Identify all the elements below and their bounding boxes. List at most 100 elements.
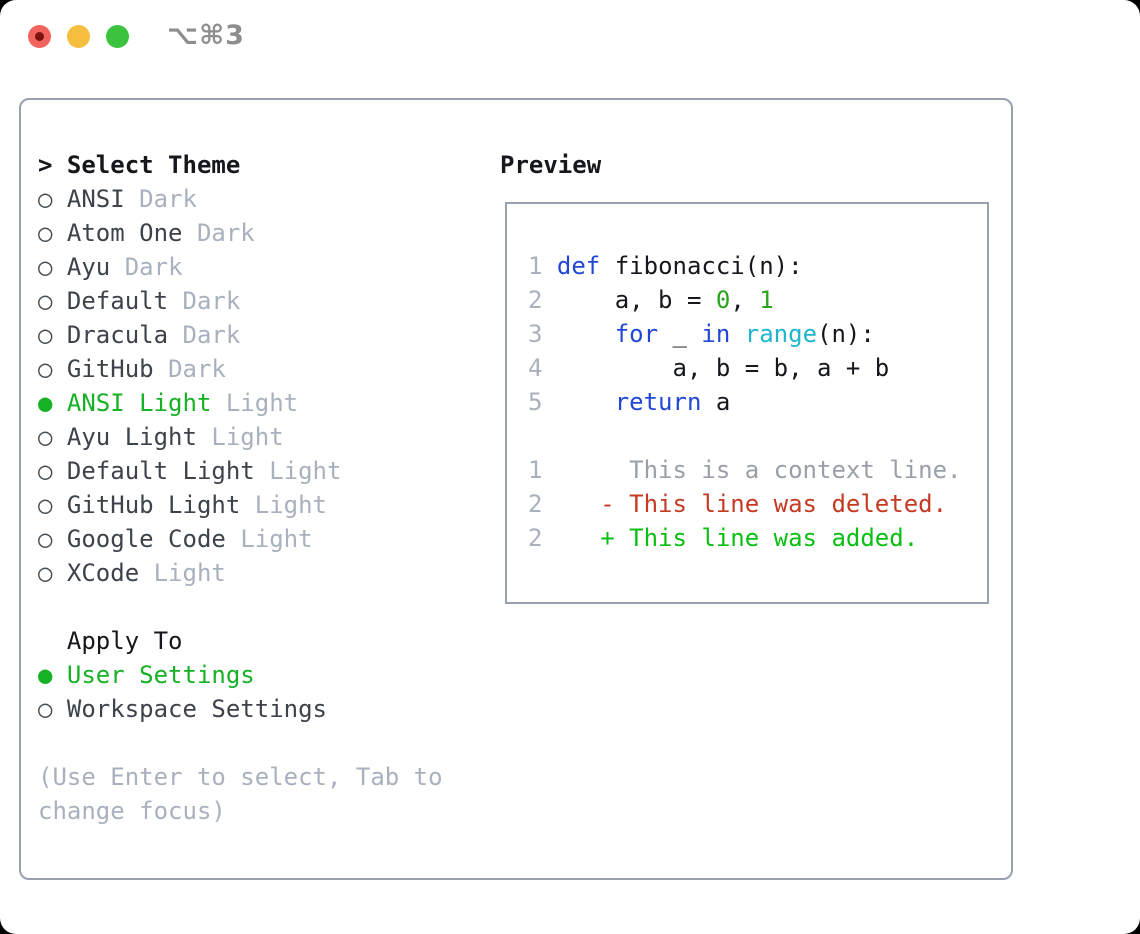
diff-marker-added: + (600, 524, 615, 552)
apply-options-list: ● User Settings○ Workspace Settings (38, 658, 483, 726)
code-token: a, b = b, a + b (556, 354, 890, 382)
diff-preview: 1 This is a context line.2 - This line w… (528, 453, 987, 555)
theme-option-default-light[interactable]: ○ Default Light Light (38, 454, 483, 488)
code-token: def (556, 252, 601, 280)
theme-variant-tag: Dark (124, 253, 183, 281)
left-column: > Select Theme ○ ANSI Dark○ Atom One Dar… (38, 148, 483, 828)
theme-option-google-code[interactable]: ○ Google Code Light (38, 522, 483, 556)
radio-unselected-icon: ○ (38, 559, 53, 587)
diff-line-context: 1 This is a context line. (528, 453, 987, 487)
theme-variant-tag: Light (225, 389, 299, 417)
diff-text: This is a context line. (629, 456, 962, 484)
prompt-caret-icon: > (38, 151, 53, 179)
radio-unselected-icon: ○ (38, 423, 53, 451)
close-button[interactable] (28, 25, 51, 48)
theme-options-list: ○ ANSI Dark○ Atom One Dark○ Ayu Dark○ De… (38, 182, 483, 590)
theme-option-atom-one[interactable]: ○ Atom One Dark (38, 216, 483, 250)
theme-option-ansi[interactable]: ○ ANSI Dark (38, 182, 483, 216)
theme-name: XCode (66, 559, 140, 587)
theme-variant-tag: Dark (168, 355, 226, 383)
theme-option-ansi-light[interactable]: ● ANSI Light Light (38, 386, 483, 420)
help-text-line-2: change focus) (38, 797, 226, 825)
theme-variant-tag: Light (254, 491, 327, 519)
theme-option-default[interactable]: ○ Default Dark (38, 284, 483, 318)
line-number: 5 (528, 388, 543, 416)
code-line-2: 2 a, b = 0, 1 (528, 283, 987, 317)
radio-unselected-icon: ○ (38, 491, 53, 519)
traffic-lights (28, 25, 129, 48)
code-token: 1 (759, 286, 774, 314)
radio-unselected-icon: ○ (38, 695, 53, 723)
apply-option-label: Workspace Settings (66, 695, 327, 723)
code-token (730, 320, 744, 348)
radio-unselected-icon: ○ (38, 457, 53, 485)
code-line-3: 3 for _ in range(n): (528, 317, 987, 351)
theme-variant-tag: Dark (182, 321, 241, 349)
theme-option-github[interactable]: ○ GitHub Dark (38, 352, 483, 386)
apply-option-label: User Settings (66, 661, 255, 689)
theme-name: ANSI (66, 185, 125, 213)
line-number: 2 (528, 490, 543, 518)
diff-text: This line was deleted. (629, 490, 948, 518)
theme-variant-tag: Dark (182, 287, 241, 315)
code-token: return (614, 388, 702, 416)
diff-line-deleted: 2 - This line was deleted. (528, 487, 987, 521)
apply-option-user-settings[interactable]: ● User Settings (38, 658, 483, 692)
code-token: for (614, 320, 659, 348)
theme-name: Ayu Light (66, 423, 197, 451)
minimize-button[interactable] (67, 25, 90, 48)
line-number: 1 (528, 456, 543, 484)
radio-unselected-icon: ○ (38, 287, 53, 315)
radio-selected-icon: ● (38, 661, 53, 689)
zoom-button[interactable] (106, 25, 129, 48)
theme-variant-tag: Light (269, 457, 342, 485)
code-token: a (701, 388, 731, 416)
line-number: 2 (528, 286, 543, 314)
theme-option-dracula[interactable]: ○ Dracula Dark (38, 318, 483, 352)
diff-line-added: 2 + This line was added. (528, 521, 987, 555)
theme-option-xcode[interactable]: ○ XCode Light (38, 556, 483, 590)
theme-variant-tag: Light (240, 525, 313, 553)
theme-option-github-light[interactable]: ○ GitHub Light Light (38, 488, 483, 522)
spacer-row (528, 419, 987, 453)
preview-title: Preview (500, 151, 602, 179)
theme-name: Default (66, 287, 169, 315)
code-token: , (730, 286, 760, 314)
theme-variant-tag: Light (211, 423, 284, 451)
theme-variant-tag: Light (153, 559, 226, 587)
theme-list-header: > Select Theme (38, 148, 483, 182)
help-text-line-1: (Use Enter to select, Tab to (38, 763, 443, 791)
apply-to-header: Apply To (38, 624, 483, 658)
code-token: fibonacci(n): (600, 252, 803, 280)
diff-marker-deleted: - (600, 490, 615, 518)
theme-option-ayu-light[interactable]: ○ Ayu Light Light (38, 420, 483, 454)
code-line-1: 1 def fibonacci(n): (528, 249, 987, 283)
theme-name: GitHub (66, 355, 154, 383)
line-number: 3 (528, 320, 543, 348)
apply-option-workspace-settings[interactable]: ○ Workspace Settings (38, 692, 483, 726)
titlebar: ⌥⌘3 (0, 0, 1140, 98)
radio-unselected-icon: ○ (38, 355, 53, 383)
code-token: range (744, 320, 818, 348)
radio-unselected-icon: ○ (38, 219, 53, 247)
theme-name: GitHub Light (66, 491, 241, 519)
line-number: 4 (528, 354, 543, 382)
code-token: 0 (715, 286, 731, 314)
spacer-row (38, 590, 483, 624)
diff-marker-context (600, 456, 614, 484)
theme-name: Atom One (66, 219, 183, 247)
theme-option-ayu[interactable]: ○ Ayu Dark (38, 250, 483, 284)
code-token: in (701, 320, 731, 348)
radio-unselected-icon: ○ (38, 525, 53, 553)
window-title: ⌥⌘3 (167, 20, 245, 51)
theme-name: Dracula (66, 321, 169, 349)
theme-name: Ayu (66, 253, 111, 281)
code-line-5: 5 return a (528, 385, 987, 419)
preview-header: Preview (500, 148, 1000, 182)
theme-selector-panel: > Select Theme ○ ANSI Dark○ Atom One Dar… (19, 98, 1013, 880)
spacer-row (38, 726, 483, 760)
